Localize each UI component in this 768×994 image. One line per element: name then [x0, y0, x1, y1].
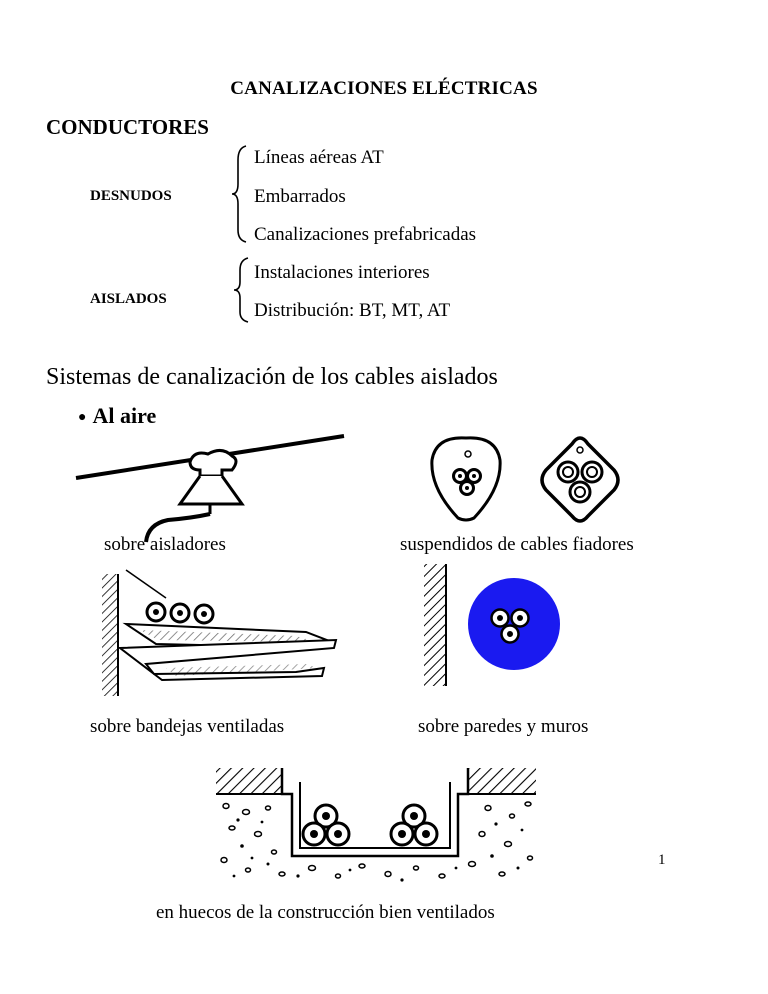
desnudos-item-3: Canalizaciones prefabricadas — [254, 224, 477, 245]
page-number: 1 — [658, 852, 666, 868]
aislados-label: AISLADOS — [90, 291, 167, 307]
aislados-item-2: Distribución: BT, MT, AT — [254, 300, 451, 321]
construction-void-figure — [216, 768, 536, 882]
section-title: Sistemas de canalización de los cables a… — [46, 364, 498, 390]
bullet-al-aire: ● Al aire — [78, 403, 156, 429]
desnudos-brace — [231, 145, 247, 243]
bullet-dot-icon: ● — [78, 409, 87, 425]
bullet-label: Al aire — [92, 403, 157, 428]
desnudos-item-2: Embarrados — [254, 186, 346, 207]
aislados-brace — [233, 257, 249, 323]
ventilated-tray-figure — [102, 569, 338, 696]
caption-bandejas: sobre bandejas ventiladas — [90, 716, 285, 737]
page-title: CANALIZACIONES ELÉCTRICAS — [230, 78, 538, 99]
caption-huecos: en huecos de la construcción bien ventil… — [156, 902, 495, 923]
insulator-figure — [75, 434, 345, 543]
messenger-cable-figure — [430, 436, 620, 523]
caption-paredes: sobre paredes y muros — [418, 716, 589, 737]
caption-aisladores: sobre aisladores — [104, 534, 226, 555]
caption-fiadores: suspendidos de cables fiadores — [400, 534, 634, 555]
aislados-item-1: Instalaciones interiores — [254, 262, 430, 283]
desnudos-label: DESNUDOS — [90, 188, 172, 204]
conductores-heading: CONDUCTORES — [46, 115, 209, 139]
wall-mounted-figure — [424, 564, 560, 686]
desnudos-item-1: Líneas aéreas AT — [254, 147, 384, 168]
